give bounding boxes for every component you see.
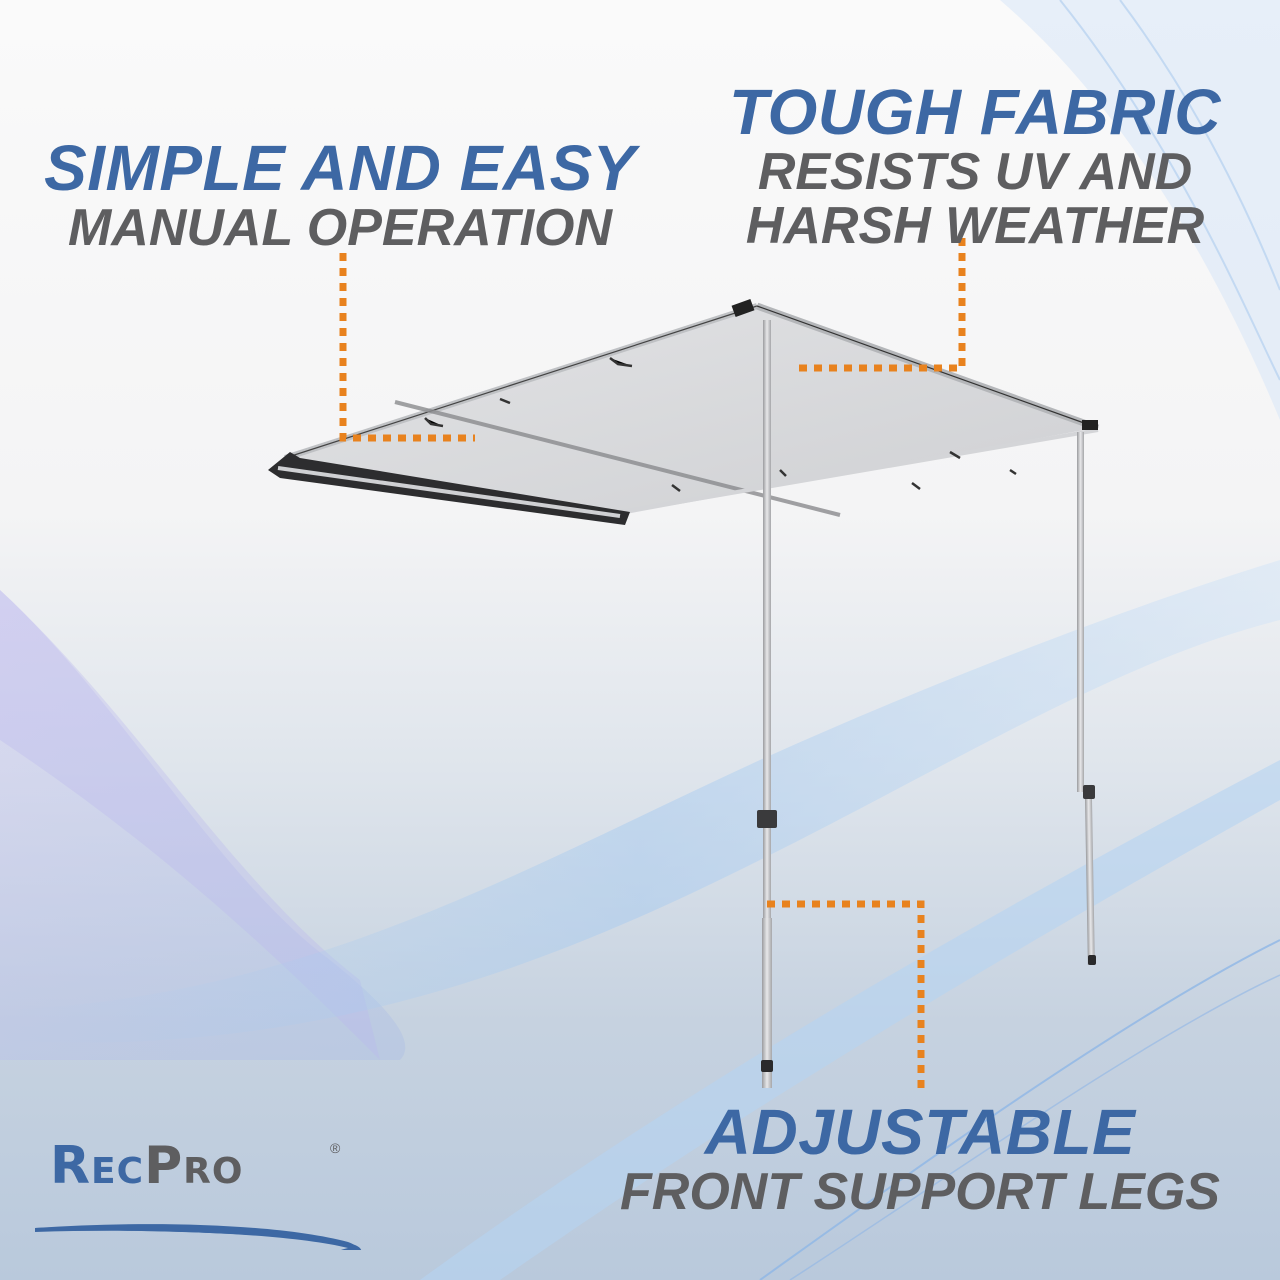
callout-subtitle: FRONT SUPPORT LEGS [620, 1163, 1220, 1221]
leg-adjuster-clamp [757, 810, 777, 828]
leader-line-simple-easy [339, 253, 475, 442]
callout-subtitle-line-2: HARSH WEATHER [745, 197, 1205, 255]
leader-line-adjustable [767, 900, 925, 1093]
callout-tough-fabric: TOUGH FABRIC RESISTS UV AND HARSH WEATHE… [690, 80, 1260, 252]
callout-simple-and-easy: SIMPLE AND EASY MANUAL OPERATION [20, 136, 660, 254]
canopy-fabric [285, 308, 1095, 515]
callout-title: ADJUSTABLE [704, 1096, 1136, 1168]
recpro-logo: RecPro ® [30, 1140, 370, 1250]
callout-adjustable: ADJUSTABLE FRONT SUPPORT LEGS [590, 1100, 1250, 1218]
leader-line-tough-fabric [795, 238, 966, 372]
logo-wordmark: RecPro [50, 1136, 244, 1196]
callout-subtitle: MANUAL OPERATION [67, 199, 613, 257]
registered-trademark-icon: ® [330, 1140, 341, 1156]
front-support-leg-right [1077, 432, 1084, 792]
callout-subtitle-line-1: RESISTS UV AND [757, 143, 1193, 201]
callout-title: SIMPLE AND EASY [44, 132, 636, 204]
logo-swoosh-icon [35, 1224, 362, 1250]
front-support-leg-left [763, 320, 771, 920]
callout-title: TOUGH FABRIC [729, 76, 1221, 148]
